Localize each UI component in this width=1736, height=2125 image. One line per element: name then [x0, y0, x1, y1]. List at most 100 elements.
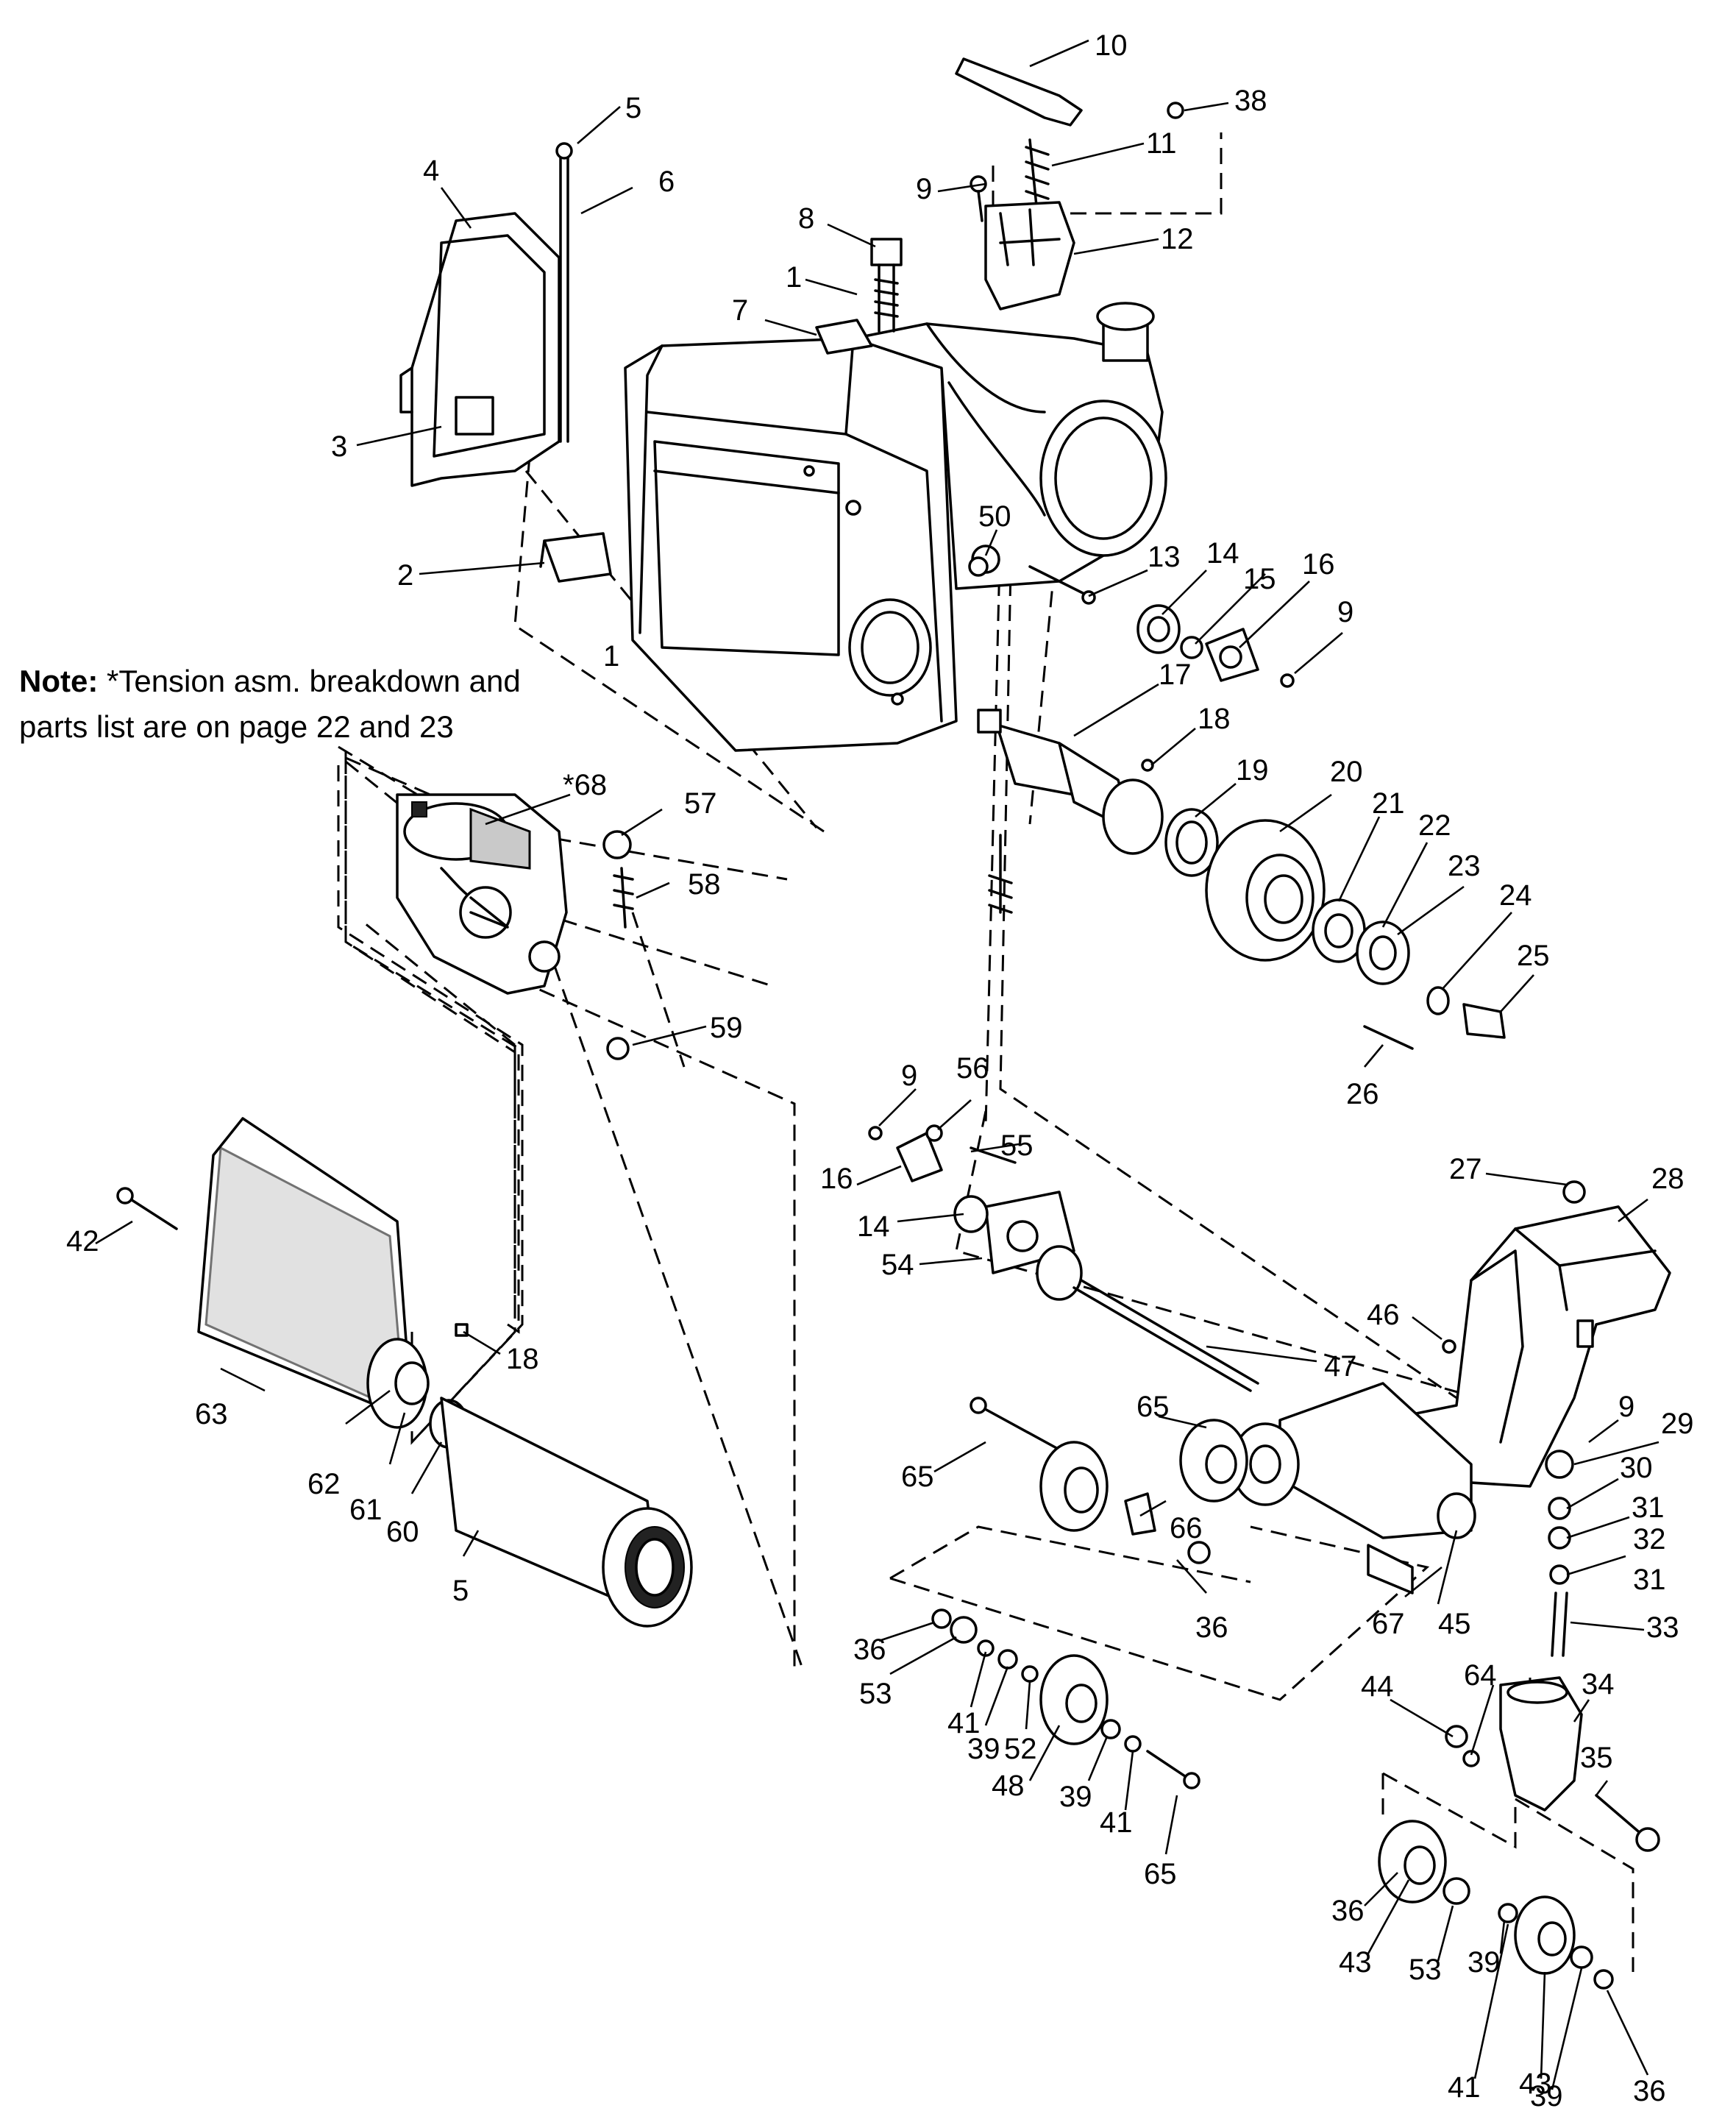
callout: 62 [307, 1468, 341, 1500]
callout: 28 [1651, 1163, 1685, 1195]
callout: 1 [603, 640, 619, 673]
callout: 65 [901, 1461, 934, 1493]
callout: 45 [1438, 1608, 1471, 1640]
callout: 53 [859, 1678, 892, 1710]
callout: 9 [1337, 596, 1353, 628]
callout: 42 [66, 1225, 99, 1257]
callout: 18 [1198, 703, 1231, 735]
callout: 36 [853, 1633, 886, 1666]
note-text-line-1: *Tension asm. breakdown and [107, 664, 521, 698]
callout: 60 [386, 1516, 419, 1548]
lower-wheel-group [1378, 1820, 1614, 1990]
callout: 39 [1059, 1781, 1092, 1813]
callout: 41 [1448, 2071, 1481, 2104]
callout: 26 [1346, 1078, 1379, 1110]
callout: 7 [732, 294, 748, 327]
callout: 55 [1000, 1129, 1034, 1162]
callout: 18 [506, 1343, 539, 1375]
note-line-1: Note: *Tension asm. breakdown and [19, 659, 681, 704]
callout: 24 [1499, 879, 1532, 912]
callout: 41 [1100, 1806, 1133, 1839]
washer-part-50 [968, 556, 989, 577]
callout: 36 [1633, 2075, 1666, 2107]
tension-assembly-part-68 [344, 751, 634, 1334]
callout: 19 [1236, 754, 1269, 787]
callout: 33 [1646, 1611, 1679, 1644]
callout: 15 [1243, 563, 1276, 595]
callout: 16 [820, 1163, 853, 1195]
callout: 1 [786, 261, 802, 294]
note-prefix: Note: [19, 664, 99, 698]
callout: 5 [625, 92, 641, 124]
callout: 9 [1618, 1391, 1634, 1423]
callout: 4 [423, 155, 439, 187]
impeller-shaft-group [977, 709, 1506, 1050]
note-text-line-2: parts list are on page 22 and 23 [19, 709, 454, 744]
callout: 67 [1372, 1608, 1405, 1640]
callout: 23 [1448, 850, 1481, 882]
callout: 56 [956, 1052, 989, 1085]
auger-shaft-group [868, 1124, 1259, 1392]
frame-assembly [1231, 1180, 1671, 1852]
callout: 9 [916, 173, 932, 205]
callout: 9 [901, 1060, 917, 1092]
callout: 64 [1464, 1659, 1497, 1692]
side-guard-part-4 [399, 212, 561, 487]
callout: 16 [1302, 548, 1335, 581]
callout: 12 [1161, 223, 1194, 255]
callout: 43 [1519, 2068, 1552, 2100]
callout: 30 [1620, 1452, 1653, 1484]
callout: 44 [1361, 1670, 1394, 1703]
callout: 66 [1170, 1512, 1203, 1544]
callout: 2 [397, 559, 413, 592]
callout: 41 [947, 1707, 981, 1739]
callout: 54 [881, 1249, 914, 1281]
callout: 27 [1449, 1153, 1482, 1185]
callout: 5 [452, 1575, 469, 1607]
callout: 39 [967, 1733, 1000, 1765]
callout: 48 [992, 1770, 1025, 1802]
plate-part-7 [815, 319, 873, 355]
callout: 57 [684, 787, 717, 820]
callout: 21 [1372, 787, 1405, 820]
callout: 46 [1367, 1299, 1400, 1331]
callout: 17 [1159, 659, 1192, 691]
callout: 39 [1530, 2080, 1563, 2112]
roller-and-cover [116, 1117, 693, 1628]
callout: 3 [331, 430, 347, 463]
rod-part-6 [555, 142, 573, 443]
callout: 63 [195, 1398, 228, 1430]
housing-assembly [624, 302, 1167, 752]
callout: 20 [1330, 756, 1363, 788]
callout: 36 [1195, 1611, 1228, 1644]
callout: 53 [1409, 1954, 1442, 1986]
callout: 47 [1324, 1350, 1357, 1383]
callout: 10 [1095, 29, 1128, 62]
callout: 52 [1004, 1733, 1037, 1765]
callout: 43 [1339, 1946, 1372, 1979]
callout: 61 [349, 1494, 383, 1526]
callout: 6 [658, 166, 675, 198]
callout: 13 [1148, 541, 1181, 573]
callout: 59 [710, 1012, 743, 1044]
callout: 31 [1633, 1564, 1666, 1596]
callout: 25 [1517, 940, 1550, 972]
callout: 38 [1234, 85, 1267, 117]
deflector-control [955, 57, 1184, 311]
callout: 14 [1206, 537, 1239, 570]
leader-lines [95, 39, 1659, 2090]
callout-labels: 10 38 5 11 6 4 9 12 8 1 7 3 2 50 13 14 1… [66, 29, 1694, 2112]
callout: 34 [1582, 1668, 1615, 1700]
callout: 31 [1632, 1491, 1665, 1524]
callout: 22 [1418, 809, 1451, 842]
callout: 39 [1468, 1946, 1501, 1979]
handle-part-2 [539, 532, 612, 583]
wheel-group [931, 1397, 1248, 1789]
callout: 35 [1580, 1742, 1613, 1774]
bolt-part-8 [870, 238, 903, 333]
callout: 14 [857, 1210, 890, 1243]
callout: *68 [563, 769, 607, 801]
callout: 65 [1136, 1391, 1170, 1423]
callout: 32 [1633, 1523, 1666, 1555]
callout: 29 [1661, 1408, 1694, 1440]
